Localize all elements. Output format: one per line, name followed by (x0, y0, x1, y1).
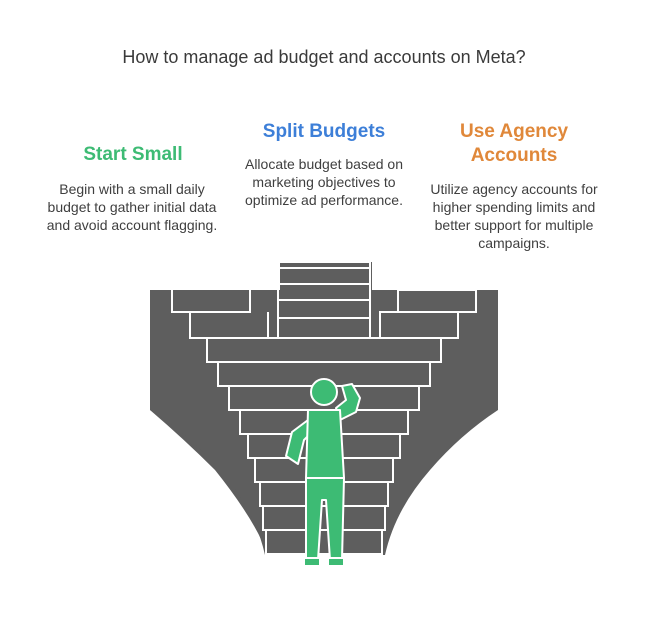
split-budgets-description: Allocate budget based on marketing objec… (244, 156, 403, 208)
person-torso (305, 409, 345, 479)
page-title: How to manage ad budget and accounts on … (122, 47, 526, 67)
person-thinking-icon (285, 378, 361, 567)
start-small-description: Begin with a small daily budget to gathe… (46, 181, 218, 233)
stair-funnel-body (150, 262, 498, 555)
converging-stairs-icon (150, 261, 498, 555)
use-agency-accounts-description: Utilize agency accounts for higher spend… (430, 181, 598, 251)
person-head (310, 378, 338, 406)
start-small-heading: Start Small (83, 144, 183, 165)
split-budgets-heading: Split Budgets (262, 121, 386, 142)
person-right-arm (335, 383, 361, 421)
use-agency-accounts-heading: Use Agency Accounts (459, 121, 569, 166)
person-feet (303, 557, 345, 567)
